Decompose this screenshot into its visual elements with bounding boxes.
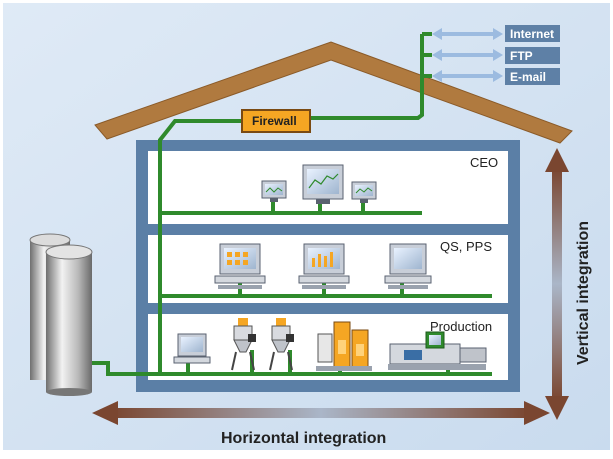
email-label: E-mail <box>510 70 546 84</box>
internet-box <box>505 25 560 42</box>
vertical-integration-label: Vertical integration <box>575 221 592 365</box>
network-lines <box>92 32 492 376</box>
firewall-box <box>241 109 311 133</box>
silo-icon <box>29 233 93 396</box>
house-roof <box>94 41 573 144</box>
molding-machine-icon <box>388 331 487 370</box>
desktop-computer-icon <box>384 243 432 289</box>
floor-label-ceo: CEO <box>470 155 498 170</box>
horizontal-integration-label: Horizontal integration <box>221 430 386 447</box>
monitor-icon <box>351 181 377 203</box>
desktop-computer-icon <box>173 333 211 364</box>
floor-label-production: Production <box>430 319 492 334</box>
dryer-unit-icon <box>231 318 256 371</box>
internet-label: Internet <box>510 27 554 41</box>
email-box <box>505 68 560 85</box>
ftp-box <box>505 47 560 64</box>
monitor-icon <box>261 180 287 202</box>
ftp-arrow <box>432 49 503 61</box>
ftp-label: FTP <box>510 49 533 63</box>
desktop-computer-icon <box>298 243 350 289</box>
vertical-integration-arrow <box>545 148 569 420</box>
firewall-label: Firewall <box>252 114 297 128</box>
internet-arrow <box>432 28 503 40</box>
horizontal-integration-arrow <box>92 401 550 425</box>
desktop-computer-icon <box>214 243 266 289</box>
dosing-unit-icon <box>316 321 372 371</box>
email-arrow <box>432 70 503 82</box>
floor-label-qs-pps: QS, PPS <box>440 239 492 254</box>
dryer-unit-icon <box>269 318 294 371</box>
monitor-icon <box>302 164 344 204</box>
